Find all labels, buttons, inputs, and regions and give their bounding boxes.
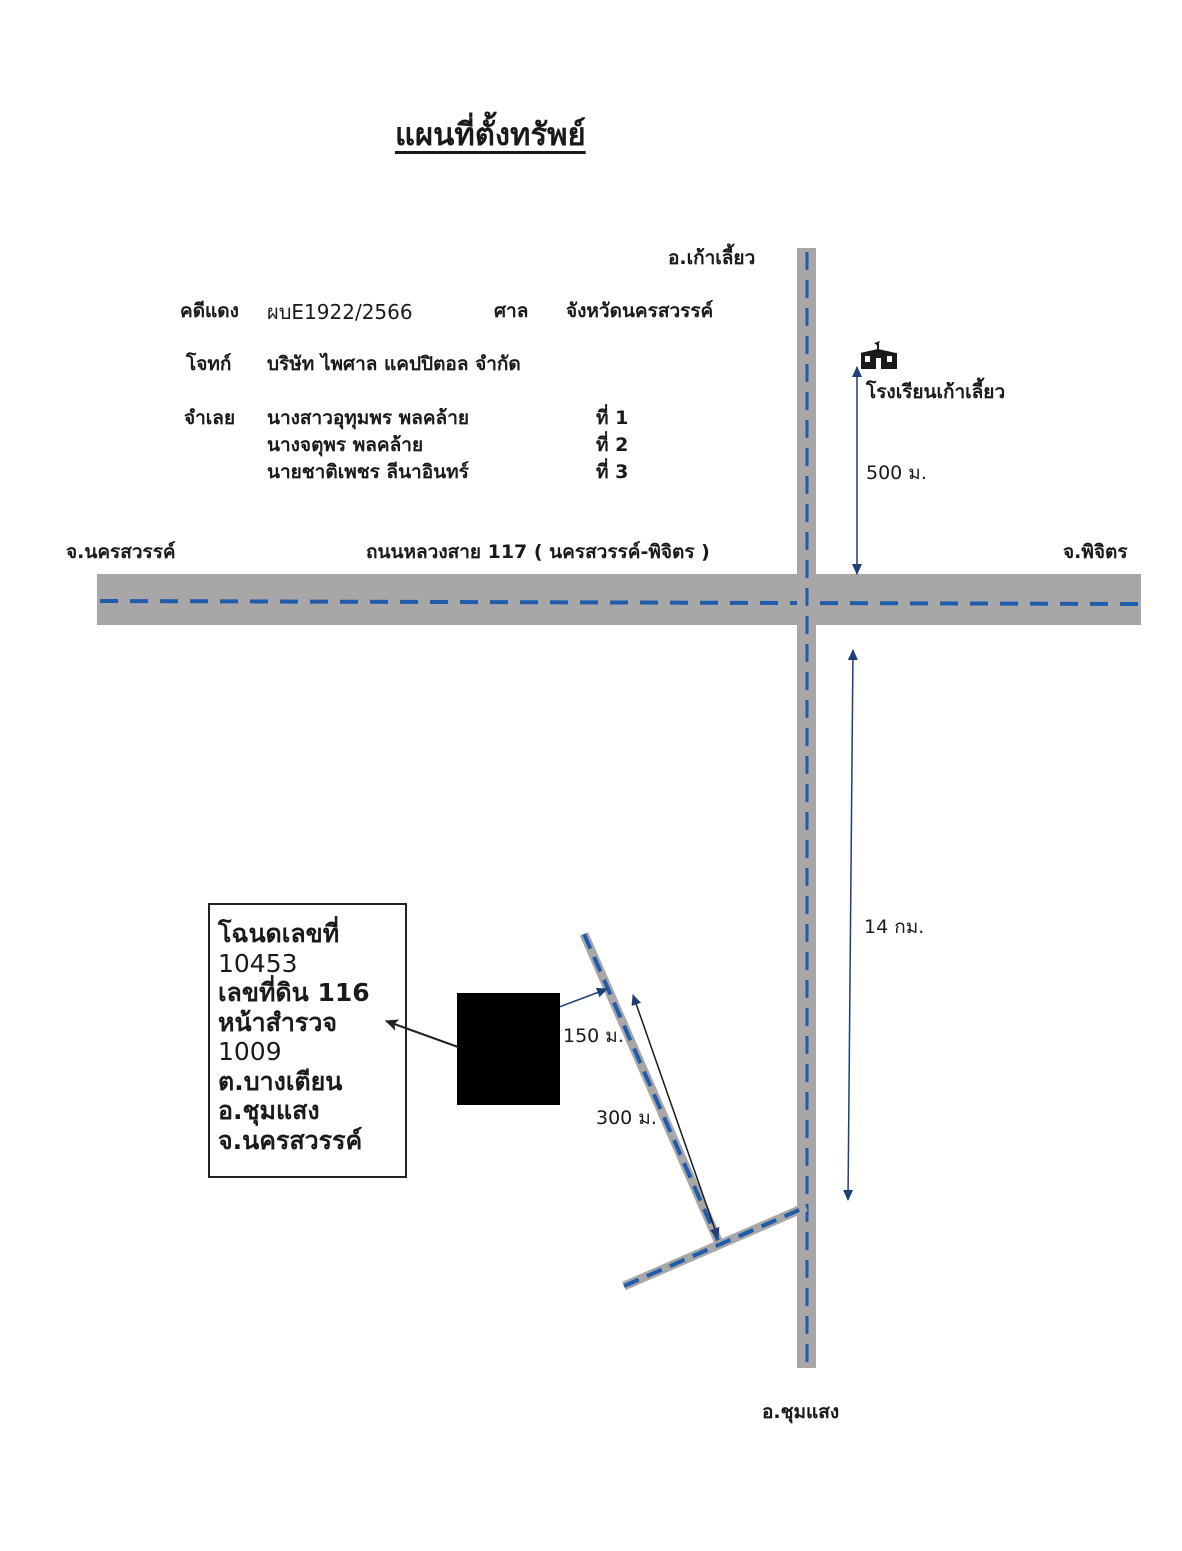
north-south-road: [797, 248, 816, 1368]
distance-label-14km: 14 กม.: [864, 916, 925, 938]
label-west-destination: จ.นครสวรรค์: [66, 541, 176, 563]
distance-label-300m: 300 ม.: [596, 1107, 657, 1129]
court-name: จังหวัดนครสวรรค์: [566, 300, 714, 322]
case-number: ผบE1922/2566: [267, 300, 413, 324]
distance-label-150m: 150 ม.: [563, 1025, 624, 1047]
side-road-connector-centerline: [623, 1205, 807, 1288]
label-east-destination: จ.พิจิตร: [1063, 541, 1128, 563]
page-title: แผนที่ตั้งทรัพย์: [395, 117, 586, 153]
label-south-destination: อ.ชุมแสง: [762, 1401, 840, 1423]
plaintiff-label: โจทก์: [186, 353, 232, 375]
defendant-2-order: ที่ 2: [596, 434, 629, 456]
distance-label-500m: 500 ม.: [866, 462, 927, 484]
defendant-1-name: นางสาวอุทุมพร พลคล้าย: [267, 407, 469, 429]
defendant-3-order: ที่ 3: [596, 461, 629, 483]
highway-centerline: [99, 599, 1141, 606]
case-label: คดีแดง: [180, 300, 239, 322]
parcel-info-line: หน้าสำรวจ: [218, 1007, 338, 1037]
parcel-info-box: โฉนดเลขที่ 10453 เลขที่ดิน 116 หน้าสำรวจ…: [208, 903, 407, 1178]
distance-arrow-14km: [843, 649, 858, 1201]
highway-117: [97, 574, 1141, 625]
defendant-label: จำเลย: [184, 407, 236, 429]
parcel-info-line: จ.นครสวรรค์: [218, 1125, 363, 1155]
parcel-info-line: 10453: [218, 948, 298, 978]
label-highway: ถนนหลวงสาย 117 ( นครสวรรค์-พิจิตร ): [366, 541, 710, 563]
parcel-pointer-arrow: [385, 1019, 459, 1048]
parcel-info-line: 1009: [218, 1037, 282, 1066]
defendant-2-name: นางจตุพร พลคล้าย: [267, 434, 424, 456]
label-north-destination: อ.เก้าเลี้ยว: [668, 247, 756, 269]
parcel-info-line: โฉนดเลขที่: [218, 919, 340, 948]
label-school: โรงเรียนเก้าเลี้ยว: [866, 381, 1006, 403]
defendant-1-order: ที่ 1: [596, 407, 629, 429]
plaintiff-name: บริษัท ไพศาล แคปปิตอล จำกัด: [267, 353, 521, 375]
parcel-block: [457, 993, 560, 1105]
parcel-info-line: เลขที่ดิน 116: [218, 978, 370, 1007]
defendant-3-name: นายชาติเพชร ลีนาอินทร์: [267, 461, 469, 483]
court-label: ศาล: [494, 300, 529, 322]
distance-arrow-300m: [631, 994, 720, 1239]
school-building-icon: [860, 341, 897, 369]
parcel-info-line: ต.บางเตียน: [218, 1066, 343, 1096]
parcel-info-line: อ.ชุมแสง: [218, 1096, 320, 1125]
